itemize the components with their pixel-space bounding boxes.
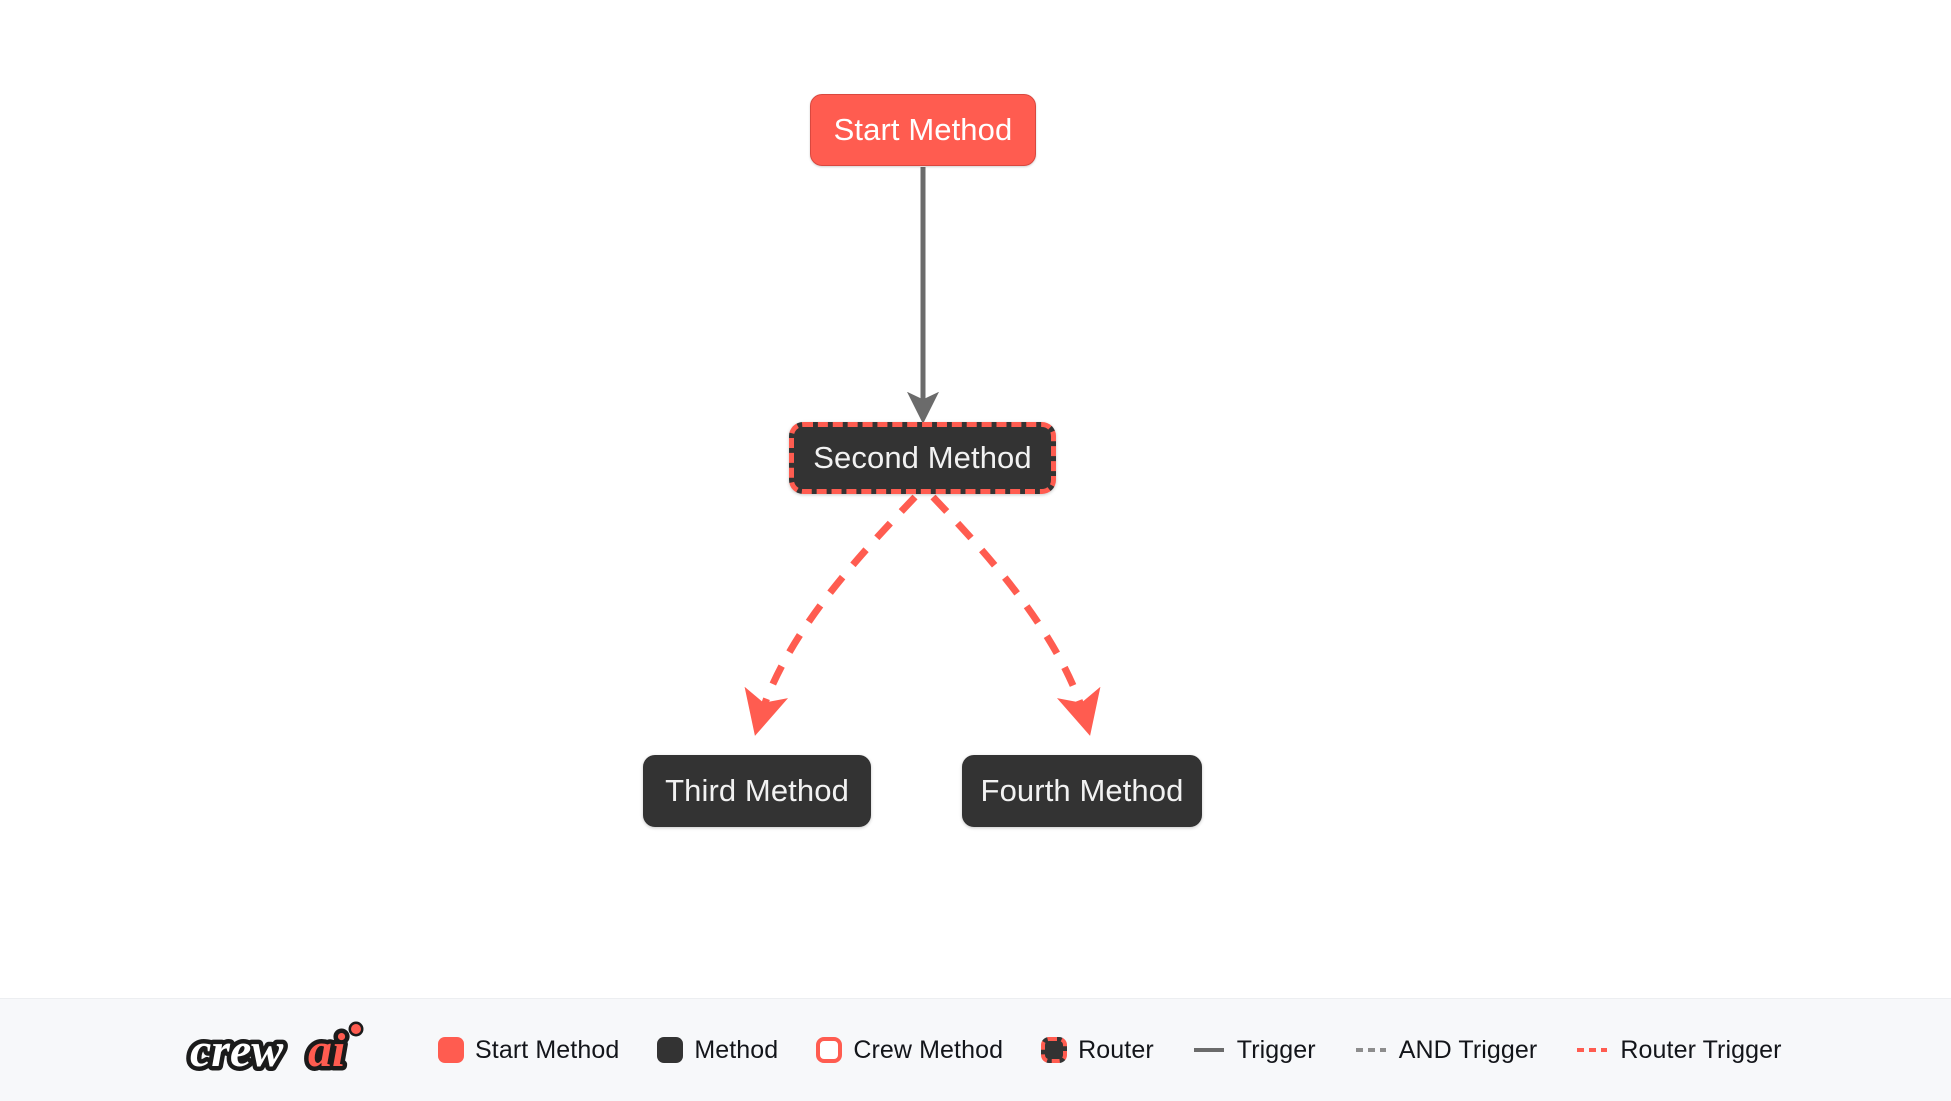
legend-items: Start Method Method Crew Method Router T… bbox=[438, 1036, 1820, 1065]
logo-text-crew: crew bbox=[190, 1024, 284, 1077]
and-trigger-line-swatch-icon bbox=[1355, 1048, 1386, 1052]
legend-item-crew-method[interactable]: Crew Method bbox=[816, 1036, 1003, 1065]
node-third-method[interactable]: Third Method bbox=[643, 755, 871, 827]
legend-label: Trigger bbox=[1236, 1035, 1316, 1064]
legend-item-router[interactable]: Router bbox=[1041, 1036, 1154, 1065]
legend-label: Crew Method bbox=[853, 1035, 1004, 1064]
crew-method-swatch-icon bbox=[816, 1037, 843, 1063]
legend-bar: crew crew ai ai Start Method Method Crew… bbox=[0, 998, 1951, 1101]
logo-dot bbox=[351, 1024, 361, 1034]
node-fourth-method[interactable]: Fourth Method bbox=[962, 755, 1202, 827]
trigger-line-swatch-icon bbox=[1193, 1048, 1224, 1052]
legend-label: Start Method bbox=[475, 1035, 620, 1064]
legend-label: Method bbox=[694, 1035, 779, 1064]
legend-item-trigger[interactable]: Trigger bbox=[1192, 1036, 1316, 1065]
legend-label: Router bbox=[1078, 1035, 1154, 1064]
edge-second-to-third bbox=[744, 494, 918, 736]
logo-text-ai: ai bbox=[308, 1024, 346, 1077]
legend-item-method[interactable]: Method bbox=[657, 1036, 778, 1065]
legend-item-start-method[interactable]: Start Method bbox=[438, 1036, 619, 1065]
router-trigger-line-swatch-icon bbox=[1577, 1048, 1608, 1052]
node-label: Second Method bbox=[813, 440, 1032, 475]
node-start-method[interactable]: Start Method bbox=[810, 94, 1036, 166]
crewai-logo: crew crew ai ai bbox=[186, 1020, 364, 1082]
legend-label: AND Trigger bbox=[1398, 1035, 1538, 1064]
method-swatch-icon bbox=[657, 1037, 684, 1063]
flow-canvas[interactable]: Start Method Second Method Third Method … bbox=[0, 0, 1951, 998]
node-second-method[interactable]: Second Method bbox=[789, 422, 1056, 494]
node-label: Fourth Method bbox=[980, 773, 1184, 808]
start-method-swatch-icon bbox=[438, 1037, 464, 1063]
legend-label: Router Trigger bbox=[1620, 1035, 1782, 1064]
node-label: Start Method bbox=[833, 112, 1013, 147]
logo-outline-ai: ai bbox=[308, 1024, 346, 1077]
node-label: Third Method bbox=[665, 773, 849, 808]
edge-second-to-fourth bbox=[930, 494, 1101, 736]
router-swatch-icon bbox=[1041, 1037, 1068, 1063]
logo-outline-crew: crew bbox=[190, 1024, 284, 1077]
flow-edges-layer bbox=[744, 167, 1101, 736]
legend-item-and-trigger[interactable]: AND Trigger bbox=[1354, 1036, 1538, 1065]
legend-item-router-trigger[interactable]: Router Trigger bbox=[1575, 1036, 1781, 1065]
